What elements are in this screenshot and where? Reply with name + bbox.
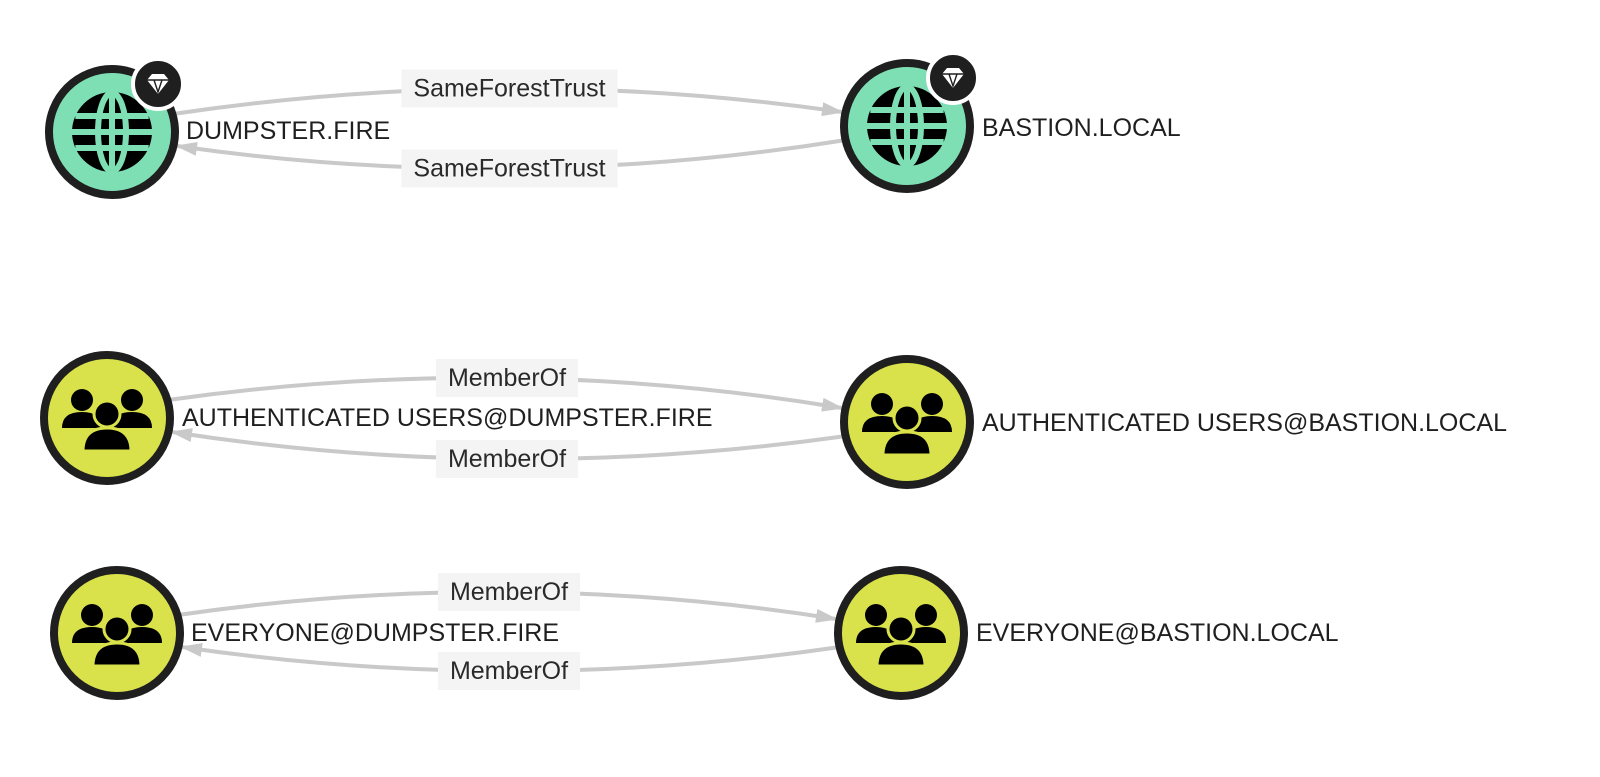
edge-label-background	[437, 573, 581, 611]
node-everyone-dumpster-fire[interactable]: EVERYONE@DUMPSTER.FIRE	[50, 566, 559, 700]
edge-sameforesttrust-bastion_local-to-dumpster_fire[interactable]: SameForestTrust	[175, 138, 847, 188]
node-bastion-local[interactable]: BASTION.LOCAL	[840, 51, 1181, 193]
node-label: DUMPSTER.FIRE	[186, 117, 390, 145]
group-icon	[862, 393, 952, 457]
edge-label-text: SameForestTrust	[413, 75, 605, 103]
node-everyone-bastion-local[interactable]: EVERYONE@BASTION.LOCAL	[834, 566, 1339, 700]
edge-memberof-everyone_dumpster-to-everyone_bastion[interactable]: MemberOf	[177, 573, 838, 623]
edge-memberof-everyone_bastion-to-everyone_dumpster[interactable]: MemberOf	[180, 642, 841, 690]
edge-label[interactable]: SameForestTrust	[401, 69, 618, 108]
node-label: EVERYONE@BASTION.LOCAL	[976, 619, 1339, 647]
edge-label[interactable]: MemberOf	[435, 440, 579, 478]
edge-label-text: MemberOf	[448, 364, 566, 392]
group-icon	[62, 389, 152, 453]
edge-label-background	[437, 652, 581, 690]
edge-sameforesttrust-dumpster_fire-to-bastion_local[interactable]: SameForestTrust	[172, 69, 844, 117]
node-label: AUTHENTICATED USERS@BASTION.LOCAL	[982, 409, 1507, 437]
edges-layer: SameForestTrustSameForestTrustMemberOfMe…	[167, 69, 847, 690]
globe-icon	[72, 90, 152, 174]
node-label: EVERYONE@DUMPSTER.FIRE	[191, 619, 559, 647]
edge-memberof-auth_users_dumpster-to-auth_users_bastion[interactable]: MemberOf	[167, 359, 844, 412]
edge-label[interactable]: MemberOf	[435, 359, 579, 397]
edge-label-background	[435, 359, 579, 397]
edge-label-text: MemberOf	[450, 578, 568, 606]
edge-label-text: SameForestTrust	[413, 155, 605, 183]
edge-label-background	[435, 440, 579, 478]
edge-label-background	[401, 149, 618, 188]
edge-label[interactable]: SameForestTrust	[401, 149, 618, 188]
edge-memberof-auth_users_bastion-to-auth_users_dumpster[interactable]: MemberOf	[170, 428, 847, 478]
group-icon	[72, 604, 162, 668]
gem-badge-icon	[131, 57, 185, 111]
edge-label-text: MemberOf	[450, 657, 568, 685]
edge-label[interactable]: MemberOf	[437, 652, 581, 690]
node-label: BASTION.LOCAL	[982, 114, 1181, 142]
node-label: AUTHENTICATED USERS@DUMPSTER.FIRE	[182, 404, 713, 432]
group-icon	[856, 604, 946, 668]
edge-label-background	[401, 69, 618, 108]
nodes-layer: DUMPSTER.FIRE BASTION.LOCAL AUTHENTICATED …	[40, 51, 1507, 700]
globe-icon	[867, 84, 947, 168]
node-dumpster-fire[interactable]: DUMPSTER.FIRE	[45, 57, 390, 199]
node-authenticated-users-bastion-local[interactable]: AUTHENTICATED USERS@BASTION.LOCAL	[840, 355, 1507, 489]
node-authenticated-users-dumpster-fire[interactable]: AUTHENTICATED USERS@DUMPSTER.FIRE	[40, 351, 713, 485]
edge-label-text: MemberOf	[448, 445, 566, 473]
edge-label[interactable]: MemberOf	[437, 573, 581, 611]
gem-badge-icon	[926, 51, 980, 105]
